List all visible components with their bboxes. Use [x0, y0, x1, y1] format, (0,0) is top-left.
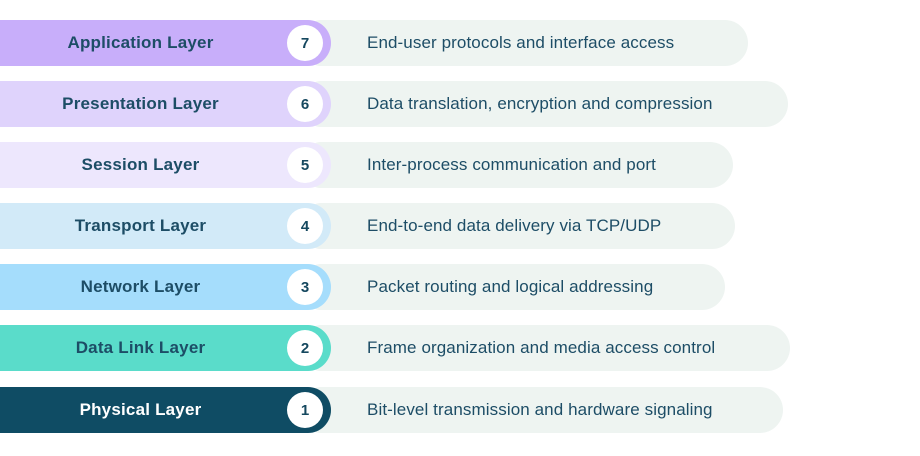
layer-name-pill: Presentation Layer	[0, 81, 331, 127]
layer-description-pill: Data translation, encryption and compres…	[310, 81, 788, 127]
layer-number-badge: 4	[287, 208, 323, 244]
layer-number: 5	[300, 156, 310, 174]
layer-number: 3	[300, 278, 310, 296]
layer-description: Data translation, encryption and compres…	[367, 94, 713, 113]
layer-description: End-to-end data delivery via TCP/UDP	[367, 216, 662, 235]
layer-name-pill: Data Link Layer	[0, 325, 331, 371]
layer-description-pill: Packet routing and logical addressing	[310, 264, 725, 310]
layer-name-label: Presentation Layer	[62, 94, 219, 113]
layer-number: 6	[300, 95, 310, 113]
layer-number-badge: 3	[287, 269, 323, 305]
layer-description: End-user protocols and interface access	[367, 33, 675, 52]
layer-number: 4	[300, 217, 310, 235]
layer-description-pill: End-user protocols and interface access	[310, 20, 748, 66]
layer-number: 1	[300, 401, 310, 419]
layer-description-pill: Inter-process communication and port	[310, 142, 733, 188]
osi-layer-row: Session Layer 5 Inter-process communicat…	[0, 142, 920, 188]
layer-description: Bit-level transmission and hardware sign…	[367, 400, 713, 419]
layer-name-label: Physical Layer	[79, 400, 202, 419]
layer-number-badge: 6	[287, 86, 323, 122]
layer-description-pill: Bit-level transmission and hardware sign…	[310, 387, 783, 433]
layer-name-pill: Application Layer	[0, 20, 331, 66]
layer-name-pill: Network Layer	[0, 264, 331, 310]
layer-name-pill: Physical Layer	[0, 387, 331, 433]
osi-layer-row: Application Layer 7 End-user protocols a…	[0, 20, 920, 66]
layer-description-pill: Frame organization and media access cont…	[310, 325, 790, 371]
layer-description: Inter-process communication and port	[367, 155, 656, 174]
layer-number: 2	[300, 339, 310, 357]
osi-layer-row: Presentation Layer 6 Data translation, e…	[0, 81, 920, 127]
layer-name-label: Network Layer	[80, 277, 201, 296]
layer-description-pill: End-to-end data delivery via TCP/UDP	[310, 203, 735, 249]
layer-name-label: Application Layer	[67, 33, 214, 52]
layer-number-badge: 7	[287, 25, 323, 61]
osi-layer-row: Network Layer 3 Packet routing and logic…	[0, 264, 920, 310]
layer-number: 7	[300, 34, 310, 52]
layer-name-label: Transport Layer	[74, 216, 207, 235]
osi-layer-row: Transport Layer 4 End-to-end data delive…	[0, 203, 920, 249]
layer-name-pill: Transport Layer	[0, 203, 331, 249]
layer-description: Frame organization and media access cont…	[367, 338, 716, 357]
layer-name-label: Session Layer	[81, 155, 200, 174]
layer-number-badge: 5	[287, 147, 323, 183]
osi-layer-row: Data Link Layer 2 Frame organization and…	[0, 325, 920, 371]
layer-number-badge: 2	[287, 330, 323, 366]
layer-description: Packet routing and logical addressing	[367, 277, 654, 296]
osi-layer-row: Physical Layer 1 Bit-level transmission …	[0, 387, 920, 433]
layer-number-badge: 1	[287, 392, 323, 428]
layer-name-pill: Session Layer	[0, 142, 331, 188]
layer-name-label: Data Link Layer	[75, 338, 206, 357]
